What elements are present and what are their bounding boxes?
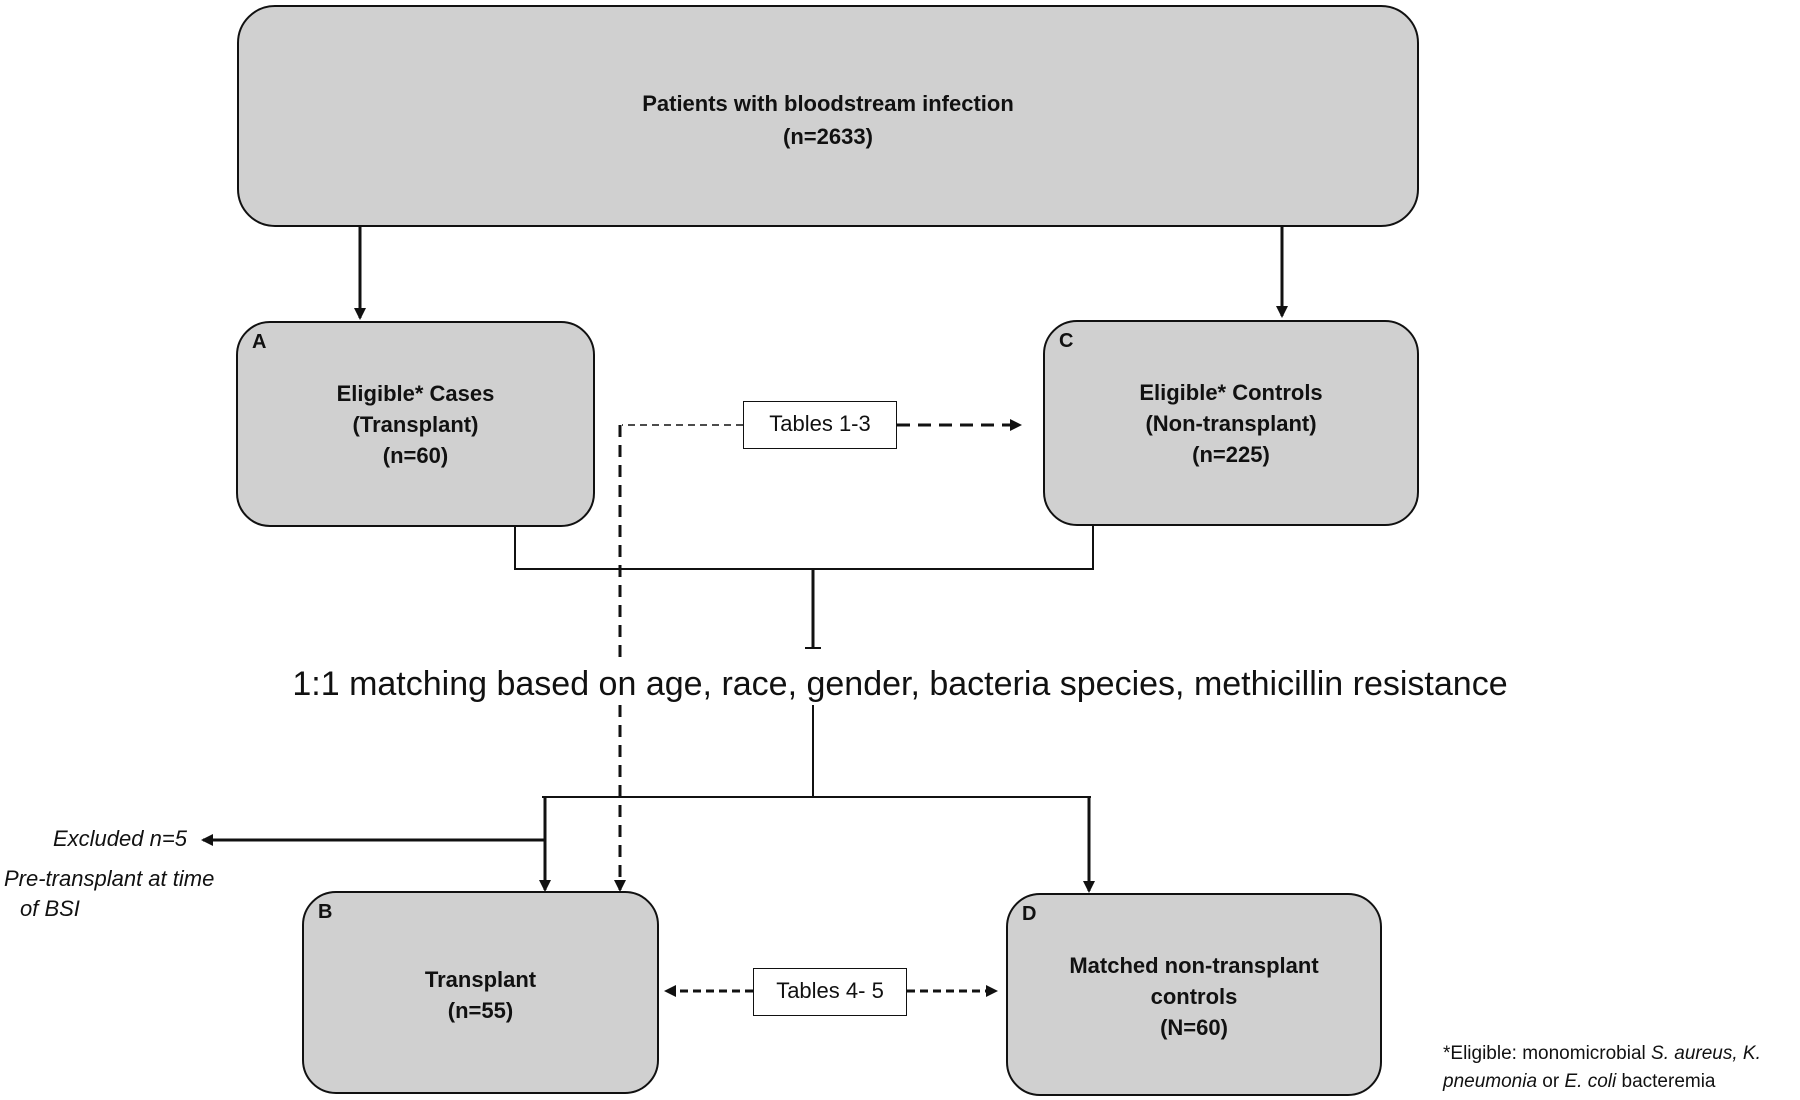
box-a: A Eligible* Cases (Transplant) (n=60) [236,321,595,527]
box-d-line3: (N=60) [1160,1015,1228,1040]
footnote-species2: pneumonia [1443,1071,1538,1092]
box-a-label: A [252,331,267,353]
box-a-line2: (Transplant) [352,412,479,437]
box-d-line2: controls [1150,984,1238,1009]
top-box-count: (n=2633) [783,124,873,149]
excluded-reason-line2: of BSI [20,896,80,921]
matching-criteria: 1:1 matching based on age, race, gender,… [0,660,1800,708]
tables-1-3-tag: Tables 1-3 [743,401,897,449]
excluded-count: Excluded n=5 [53,826,187,851]
footnote-species3: E. coli [1564,1071,1617,1092]
box-d-label: D [1022,903,1037,925]
box-c-line2: (Non-transplant) [1145,411,1317,436]
eligibility-footnote: *Eligible: monomicrobial S. aureus, K. p… [1443,1040,1798,1096]
footnote-species1: S. aureus, K. [1651,1043,1761,1064]
excluded-reason-line1: Pre-transplant at time [4,866,215,891]
box-b-line1: Transplant [424,967,537,992]
box-a-line3: (n=60) [382,443,449,468]
box-c-label: C [1059,330,1074,352]
box-a-line1: Eligible* Cases [336,381,495,406]
join-a-c [514,526,1094,570]
top-box: Patients with bloodstream infection (n=2… [237,5,1419,227]
box-c: C Eligible* Controls (Non-transplant) (n… [1043,320,1419,526]
box-c-line1: Eligible* Controls [1139,380,1323,405]
tables-4-5-tag: Tables 4- 5 [753,968,907,1016]
footnote-prefix: *Eligible: monomicrobial [1443,1043,1652,1064]
box-b: B Transplant (n=55) [302,891,659,1094]
box-c-line3: (n=225) [1192,442,1270,467]
matching-criteria-text: 1:1 matching based on age, race, gender,… [286,665,1514,703]
box-d-line1: Matched non-transplant [1069,953,1319,978]
box-b-label: B [318,901,333,923]
box-b-line2: (n=55) [447,998,514,1023]
footnote-conj: or [1537,1071,1565,1092]
top-box-title: Patients with bloodstream infection [642,91,1014,116]
box-d: D Matched non-transplant controls (N=60) [1006,893,1382,1096]
footnote-suffix: bacteremia [1616,1071,1716,1092]
